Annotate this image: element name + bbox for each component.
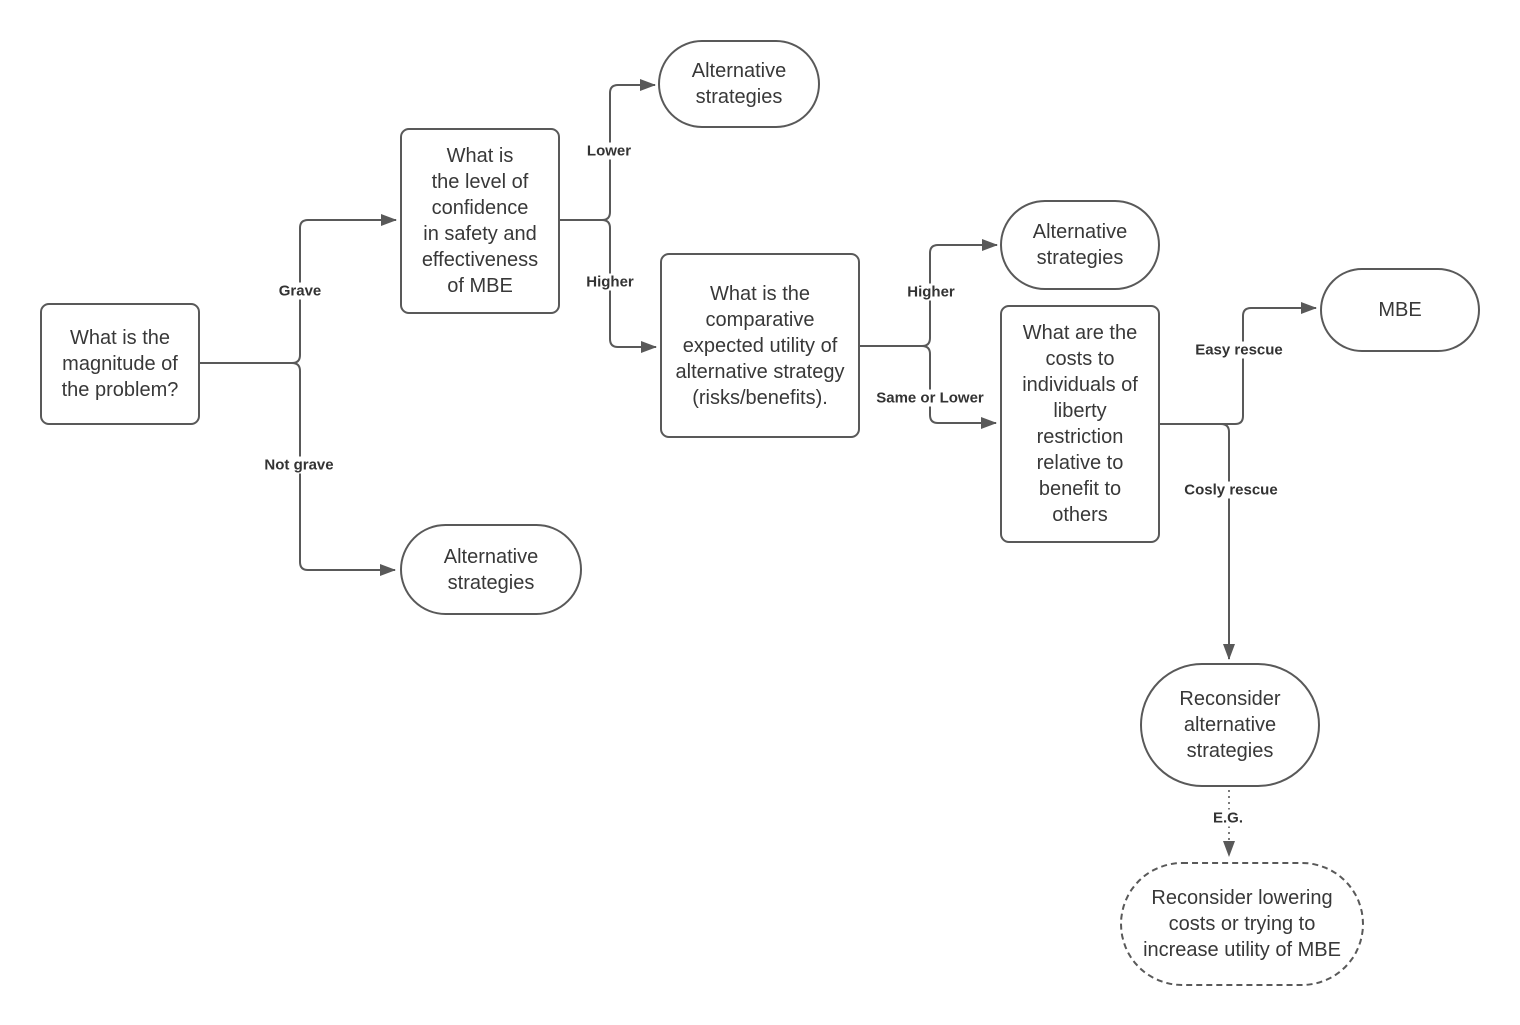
- node-label: What is the magnitude of the problem?: [61, 327, 179, 401]
- edge-label-higher-confidence: Higher: [583, 273, 637, 291]
- node-label: Alternative strategies: [691, 60, 787, 108]
- node-alternative-strategies-mid: Alternative strategies: [1000, 200, 1160, 290]
- node-label: Alternative strategies: [443, 545, 539, 594]
- node-label: Reconsider lowering costs or trying to i…: [1143, 887, 1341, 961]
- edge-label-eg: E.G.: [1209, 809, 1247, 827]
- node-alternative-strategies-bottom: Alternative strategies: [400, 524, 582, 615]
- edge-cosly-rescue: [1160, 423, 1235, 660]
- node-label: MBE: [1378, 299, 1422, 321]
- node-label: Reconsider alternative strategies: [1179, 688, 1281, 762]
- node-mbe-outcome: MBE: [1320, 268, 1480, 352]
- node-alternative-strategies-top: Alternative strategies: [658, 40, 820, 128]
- edge-label-higher-utility: Higher: [904, 283, 958, 301]
- edge-label-grave: Grave: [275, 282, 325, 300]
- node-reconsider-alternative: Reconsider alternative strategies: [1140, 663, 1320, 787]
- edge-label-cosly-rescue: Cosly rescue: [1181, 481, 1281, 499]
- node-label: What is the level of confidence in safet…: [421, 145, 539, 297]
- edge-label-not-grave: Not grave: [261, 456, 337, 474]
- node-label: Alternative strategies: [1032, 221, 1128, 269]
- node-comparative-utility-question: What is the comparative expected utility…: [660, 253, 860, 438]
- edge-label-easy-rescue: Easy rescue: [1192, 341, 1286, 359]
- edge-label-same-or-lower: Same or Lower: [873, 389, 987, 407]
- edge-same-or-lower: [921, 345, 997, 429]
- edge-label-lower: Lower: [583, 142, 635, 160]
- node-costs-question: What are the costs to individuals of lib…: [1000, 305, 1160, 543]
- node-label: What is the comparative expected utility…: [675, 282, 845, 409]
- node-confidence-question: What is the level of confidence in safet…: [400, 128, 560, 314]
- node-label: What are the costs to individuals of lib…: [1022, 322, 1138, 526]
- edge-easy-rescue: [1160, 302, 1317, 425]
- node-reconsider-lowering-costs: Reconsider lowering costs or trying to i…: [1120, 862, 1364, 986]
- node-magnitude-question: What is the magnitude of the problem?: [40, 303, 200, 425]
